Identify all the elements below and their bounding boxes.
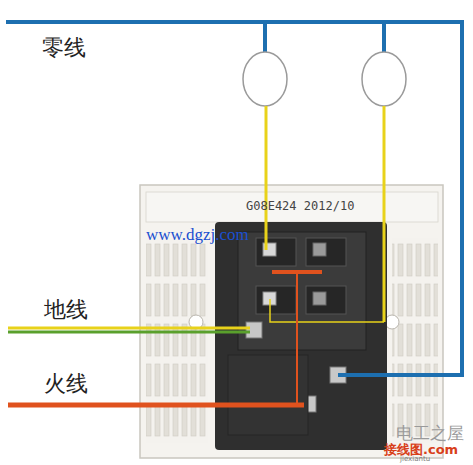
lamp xyxy=(243,52,287,106)
switch-plate xyxy=(140,185,443,458)
switch-body xyxy=(215,222,387,450)
lamp xyxy=(362,52,406,106)
live-bridge xyxy=(272,272,322,404)
wire-name: 火线 xyxy=(44,372,88,396)
watermark: 电工之屋 xyxy=(396,424,464,443)
watermark: www.dgzj.com xyxy=(146,226,249,245)
watermark: jiexiantu xyxy=(400,456,430,464)
wire-name: 零线 xyxy=(42,36,86,60)
ground-wire xyxy=(8,328,250,332)
lamp-wire xyxy=(266,106,384,322)
wire-name: 地线 xyxy=(44,298,88,322)
model-number: G08E424 2012/10 xyxy=(246,200,354,213)
live-wire xyxy=(8,403,304,408)
neutral-wire xyxy=(8,22,462,375)
